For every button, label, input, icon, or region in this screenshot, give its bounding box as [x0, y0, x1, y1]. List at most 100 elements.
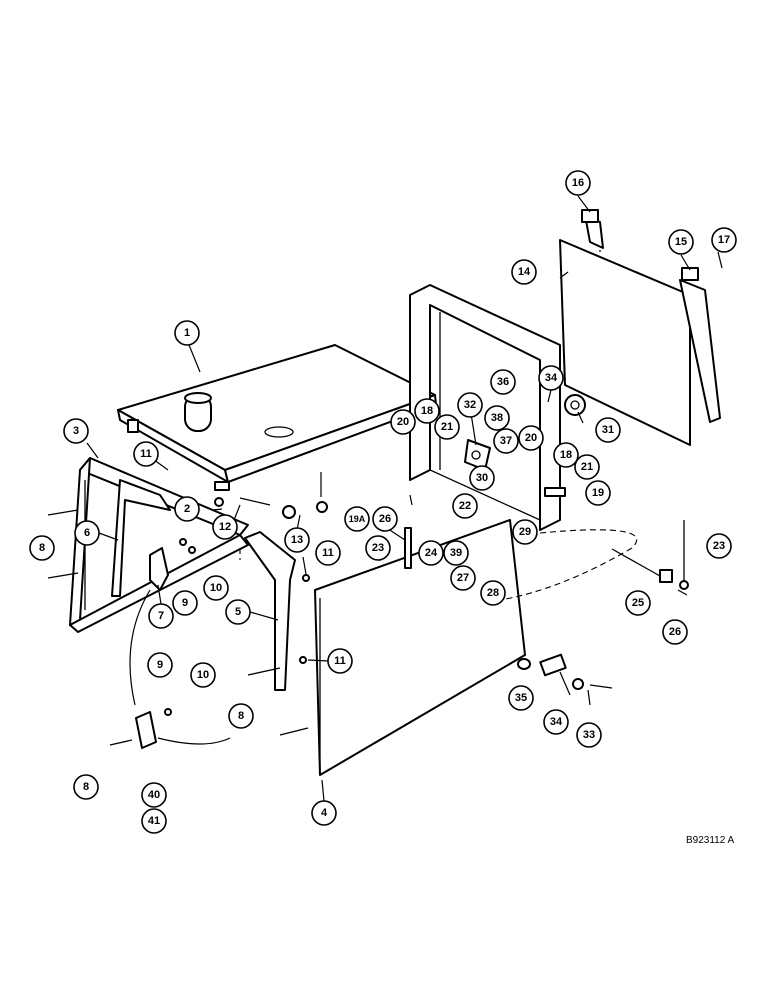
callout-label: 29	[519, 526, 531, 538]
drawing-number: B923112 A	[686, 835, 735, 846]
callout: 39	[443, 540, 469, 566]
callout-label: 6	[84, 527, 90, 539]
callout: 30	[469, 465, 495, 491]
callout-label: 8	[83, 781, 89, 793]
callout: 8	[73, 774, 99, 800]
callout-label: 19A	[349, 514, 366, 524]
callout: 10	[203, 575, 229, 601]
callout: 10	[190, 662, 216, 688]
callout: 9	[147, 652, 173, 678]
callout: 14	[511, 259, 537, 285]
right-bracket	[244, 531, 296, 691]
callout: 34	[538, 365, 564, 391]
callout: 35	[508, 685, 534, 711]
callout-label: 1	[184, 327, 190, 339]
callout-label: 39	[450, 547, 462, 559]
callout-label: 12	[219, 521, 231, 533]
side-panel-latch-strip	[679, 267, 721, 423]
callout: 2	[174, 496, 200, 522]
callout-label: 35	[515, 692, 527, 704]
callout: 6	[74, 520, 100, 546]
callout: 41	[141, 808, 167, 834]
callout: 19	[585, 480, 611, 506]
callout-label: 26	[669, 626, 681, 638]
callout: 21	[434, 414, 460, 440]
bolts	[47, 497, 309, 746]
callout-label: 30	[476, 472, 488, 484]
callout-label: 22	[459, 500, 471, 512]
callout: 24	[418, 540, 444, 566]
callout-label: 34	[550, 716, 563, 728]
callout-label: 26	[379, 513, 391, 525]
side-panel-hinge-strip	[581, 209, 604, 249]
callout-label: 8	[39, 542, 45, 554]
callout-label: 34	[545, 372, 558, 384]
callout: 37	[493, 428, 519, 454]
callout: 18	[553, 442, 579, 468]
callout-label: 19	[592, 487, 604, 499]
callout-label: 21	[581, 461, 593, 473]
callout-label: 20	[397, 416, 409, 428]
callout: 23	[706, 533, 732, 559]
callout: 17	[711, 227, 737, 253]
callout: 8	[29, 535, 55, 561]
side-grille-panel	[559, 239, 691, 446]
callout-label: 9	[182, 597, 188, 609]
callout-label: 14	[518, 266, 531, 278]
callout: 29	[512, 519, 538, 545]
callout-label: 41	[148, 815, 160, 827]
callout-label: 21	[441, 421, 453, 433]
callout-label: 32	[464, 399, 476, 411]
callout: 22	[452, 493, 478, 519]
callout-label: 31	[602, 424, 614, 436]
callout: 20	[518, 425, 544, 451]
callout-label: 11	[322, 547, 334, 559]
callout-label: 11	[140, 448, 152, 460]
callout: 18	[414, 398, 440, 424]
callout-label: 18	[560, 449, 572, 461]
callout: 26	[372, 506, 398, 532]
callout: 33	[576, 722, 602, 748]
callout: 12	[212, 514, 238, 540]
callout-label: 24	[425, 547, 438, 559]
callout: 19A	[344, 506, 370, 532]
callout: 13	[284, 527, 310, 553]
hardware	[135, 394, 689, 749]
callout-label: 23	[713, 540, 725, 552]
callout: 36	[490, 369, 516, 395]
callout-label: 28	[487, 587, 499, 599]
callout-label: 17	[718, 234, 730, 246]
callout: 32	[457, 392, 483, 418]
callout-label: 3	[73, 425, 79, 437]
callout-label: 10	[197, 669, 209, 681]
callout: 15	[668, 229, 694, 255]
callout: 16	[565, 170, 591, 196]
callout: 4	[311, 800, 337, 826]
callout: 21	[574, 454, 600, 480]
callout: 5	[225, 599, 251, 625]
callout-label: 11	[334, 655, 346, 667]
callout-label: 38	[491, 412, 503, 424]
callout-label: 20	[525, 432, 537, 444]
callout-label: 36	[497, 376, 509, 388]
callout-label: 33	[583, 729, 595, 741]
left-frame	[69, 457, 249, 633]
callout-label: 5	[235, 606, 241, 618]
callout: 38	[484, 405, 510, 431]
callout: 23	[365, 535, 391, 561]
callout-label: 23	[372, 542, 384, 554]
callout-label: 40	[148, 789, 160, 801]
callout-label: 18	[421, 405, 433, 417]
callout: 11	[133, 441, 159, 467]
callout: 20	[390, 409, 416, 435]
callout-label: 15	[675, 236, 687, 248]
callout-label: 37	[500, 435, 512, 447]
callout: 3	[63, 418, 89, 444]
callout: 31	[595, 417, 621, 443]
top-cover-panel	[117, 344, 437, 491]
callout-label: 9	[157, 659, 163, 671]
callout: 11	[315, 540, 341, 566]
callout-label: 16	[572, 177, 584, 189]
callout-label: 2	[184, 503, 190, 515]
